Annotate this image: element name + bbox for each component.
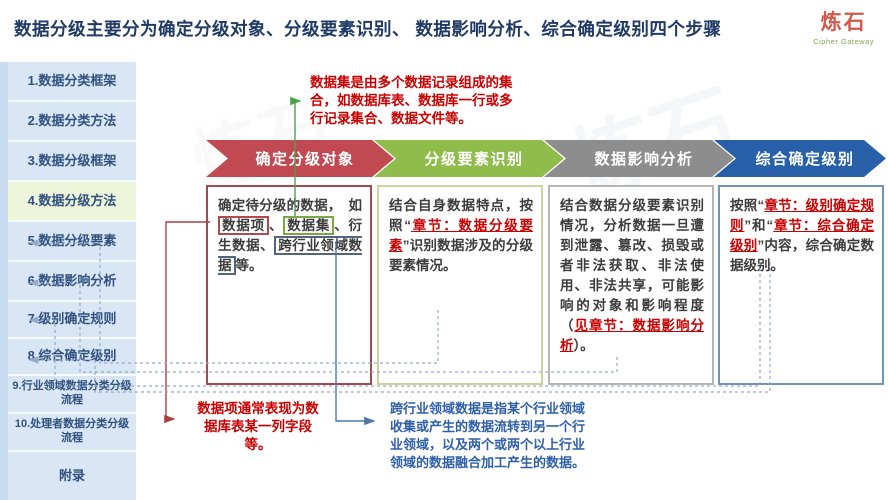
step-chevron-header: 数据影响分析	[544, 140, 734, 177]
sidebar-item-data-grading-elements[interactable]: 5.数据分级要素	[8, 222, 136, 262]
body-segment: 结合自身数据特点，按照“	[389, 198, 533, 233]
step-detail-box: 结合自身数据特点，按照“章节：数据分级要素”识别数据涉及的分级要素情况。	[377, 185, 543, 385]
step-comprehensive-level-determination: 综合确定级别 按照“章节：级别确定规则”和“章节：综合确定级别”内容，综合确定数…	[714, 140, 886, 390]
annotation-dataitem-definition: 数据项通常表现为数据库表某一列字段等。	[197, 401, 319, 453]
sidebar-item-level-determination-rules[interactable]: 7.级别确定规则	[8, 302, 136, 339]
body-segment: 按照“	[730, 198, 765, 213]
step-chevron-header: 确定分级对象	[206, 140, 394, 177]
step-detail-box: 结合数据分级要素识别情况，分析数据一旦遭到泄露、篡改、损毁或者非法获取、非法使用…	[548, 185, 714, 385]
step-determine-grading-object: 确定分级对象 确定待分级的数据， 如数据项、数据集、衍生数据、跨行业领域数据等。	[206, 140, 394, 390]
body-segment: 确定待分级的数据， 如	[218, 198, 362, 213]
body-segment: 结合数据分级要素识别情况，分析数据一旦遭到泄露、篡改、损毁或者非法获取、非法使用…	[560, 198, 704, 333]
sidebar-item-comprehensive-level[interactable]: 8.综合确定级别	[8, 339, 136, 376]
sidebar-item-processor-flow[interactable]: 10.处理者数据分类分级流程	[8, 414, 136, 452]
body-segment: 、	[268, 218, 284, 233]
sidebar-item-data-grading-framework[interactable]: 3.数据分级框架	[8, 142, 136, 182]
step-chevron-header: 分级要素识别	[374, 140, 564, 177]
body-segment: ”识别数据涉及的分级要素情况。	[389, 238, 534, 273]
step-detail-box: 确定待分级的数据， 如数据项、数据集、衍生数据、跨行业领域数据等。	[206, 185, 372, 385]
sidebar-item-appendix[interactable]: 附录	[8, 452, 136, 500]
body-segment: ）。	[573, 338, 594, 353]
body-segment-ref: 章节：级别确定规则	[730, 198, 875, 233]
step-detail-box: 按照“章节：级别确定规则”和“章节：综合确定级别”内容，综合确定数据级别。	[718, 185, 884, 385]
brand-logo-subtitle: Cipher Gateway	[813, 37, 874, 46]
step-chevron-header: 综合确定级别	[714, 140, 886, 177]
page-title: 数据分级主要分为确定分级对象、分级要素识别、 数据影响分析、综合确定级别四个步骤	[14, 19, 722, 39]
sidebar: 1.数据分类框架 2.数据分类方法 3.数据分级框架 4.数据分级方法 5.数据…	[0, 62, 136, 500]
annotation-crossdomain-definition: 跨行业领域数据是指某个行业领域收集或产生的数据流转到另一个行业领域，以及两个或两…	[390, 401, 586, 470]
sidebar-item-data-impact-analysis[interactable]: 6.数据影响分析	[8, 262, 136, 302]
sidebar-item-industry-flow[interactable]: 9.行业领域数据分类分级流程	[8, 376, 136, 414]
body-segment-term-red: 数据项	[218, 216, 269, 235]
body-segment-term-green: 数据集	[283, 216, 335, 235]
step-data-impact-analysis: 数据影响分析 结合数据分级要素识别情况，分析数据一旦遭到泄露、篡改、损毁或者非法…	[544, 140, 734, 390]
annotation-dataset-definition: 数据集是由多个数据记录组成的集合，如数据库表、数据库一行或多行记录集合、数据文件…	[310, 75, 513, 126]
body-segment: 等。	[235, 258, 263, 273]
sidebar-item-data-classification-method[interactable]: 2.数据分类方法	[8, 102, 136, 142]
connector-dataitem-to-note	[164, 221, 210, 424]
brand-logo: 炼石 Cipher Gateway	[813, 6, 874, 46]
step-grading-element-identification: 分级要素识别 结合自身数据特点，按照“章节：数据分级要素”识别数据涉及的分级要素…	[374, 140, 564, 390]
body-segment-ref: 章节：综合确定级别	[730, 218, 875, 253]
brand-logo-text: 炼石	[820, 11, 867, 34]
sidebar-item-data-classification-framework[interactable]: 1.数据分类框架	[8, 62, 136, 102]
sidebar-item-data-grading-method[interactable]: 4.数据分级方法	[8, 182, 136, 222]
body-segment: ”和“	[744, 218, 774, 233]
